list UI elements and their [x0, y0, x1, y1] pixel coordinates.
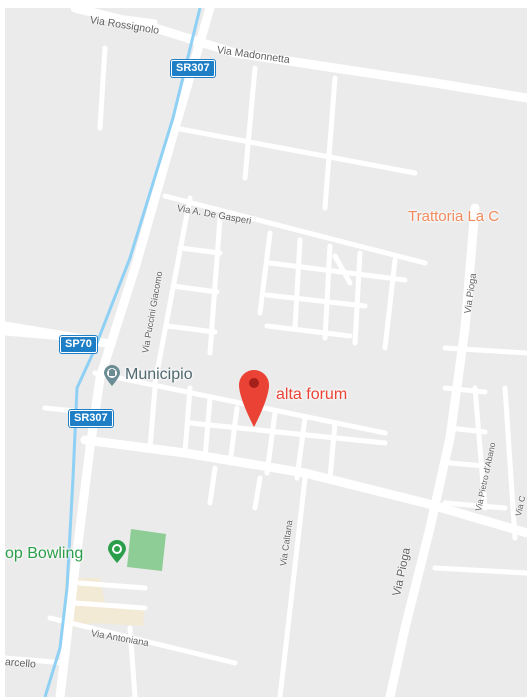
map-roads	[5, 8, 527, 697]
bowling-icon[interactable]	[107, 540, 127, 564]
map-pin-icon[interactable]	[236, 365, 272, 429]
map-canvas[interactable]: Via Rossignolo Via Madonnetta Via A. De …	[5, 8, 527, 697]
road-shield-sp70: SP70	[60, 336, 97, 353]
park-area	[127, 529, 166, 571]
road-shield-sr307-south: SR307	[69, 410, 113, 427]
minor-roads	[5, 15, 527, 697]
major-roads	[5, 8, 527, 697]
canal-water	[43, 8, 202, 697]
poi-label-bowling[interactable]: op Bowling	[5, 545, 84, 562]
selected-place-label[interactable]: alta forum	[276, 386, 348, 403]
poi-label-trattoria[interactable]: Trattoria La C	[408, 208, 500, 225]
municipio-icon[interactable]	[103, 365, 121, 387]
poi-label-municipio[interactable]: Municipio	[125, 366, 193, 383]
street-label-via-marcello: arcello	[5, 656, 37, 671]
road-shield-sr307-north: SR307	[171, 60, 215, 77]
